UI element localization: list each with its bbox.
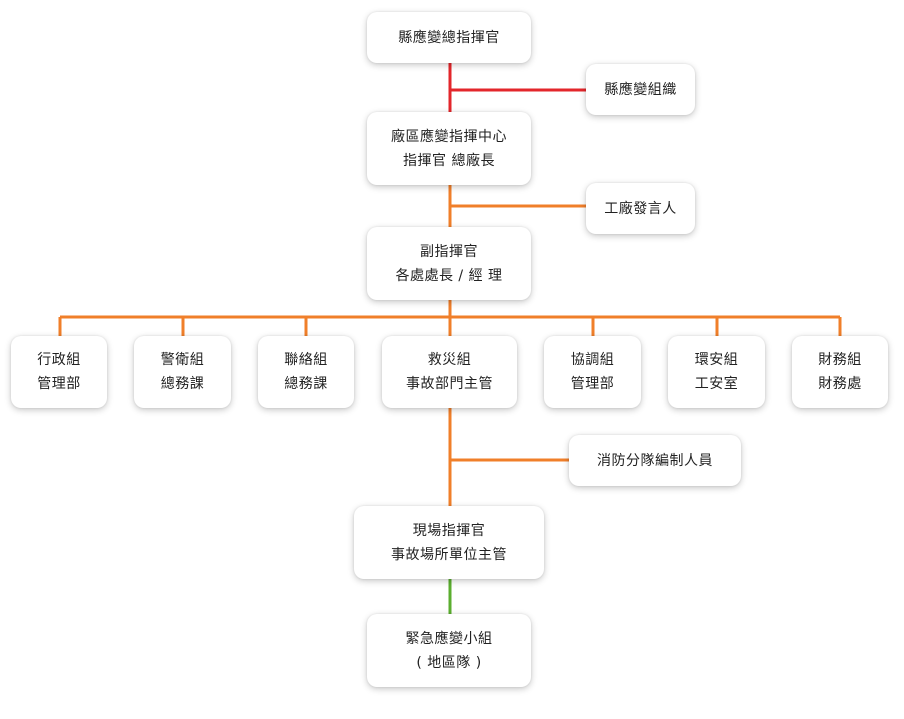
deputy-title: 副指揮官 <box>420 243 478 260</box>
group-title: 環安組 <box>694 352 739 368</box>
plant-center-subtitle: 指揮官 總廠長 <box>403 152 495 169</box>
group-box-liaison: 聯絡組 總務課 <box>258 336 354 408</box>
group-unit: 總務課 <box>160 376 205 392</box>
group-box-finance: 財務組 財務處 <box>792 336 888 408</box>
spokesperson-box: 工廠發言人 <box>586 183 695 234</box>
county-commander-box: 縣應變總指揮官 <box>367 12 531 63</box>
group-box-rescue: 救災組 事故部門主管 <box>382 336 517 408</box>
fire-staff-box: 消防分隊編制人員 <box>569 435 741 486</box>
deputy-subtitle: 各處處長 / 經 理 <box>395 267 503 284</box>
emergency-team-title: 緊急應變小組 <box>405 630 493 647</box>
site-commander-subtitle: 事故場所單位主管 <box>391 546 507 563</box>
site-commander-title: 現場指揮官 <box>412 522 486 539</box>
deputy-box: 副指揮官 各處處長 / 經 理 <box>367 227 531 300</box>
plant-center-title: 廠區應變指揮中心 <box>391 128 507 145</box>
group-title: 救災組 <box>427 352 472 368</box>
group-title: 協調組 <box>570 352 615 368</box>
group-unit: 工安室 <box>694 376 739 392</box>
group-unit: 管理部 <box>570 376 615 392</box>
group-unit: 管理部 <box>37 376 81 392</box>
emergency-team-subtitle: ( 地區隊 ) <box>416 654 482 671</box>
fire-staff-label: 消防分隊編制人員 <box>597 452 713 469</box>
plant-center-box: 廠區應變指揮中心 指揮官 總廠長 <box>367 112 531 185</box>
group-title: 財務組 <box>818 352 862 368</box>
group-box-environment-safety: 環安組 工安室 <box>668 336 765 408</box>
group-unit: 事故部門主管 <box>406 376 493 392</box>
group-box-coordination: 協調組 管理部 <box>544 336 641 408</box>
group-unit: 總務課 <box>284 376 328 392</box>
county-org-label: 縣應變組織 <box>604 81 677 98</box>
group-title: 行政組 <box>37 352 81 368</box>
group-title: 聯絡組 <box>284 352 328 368</box>
group-title: 警衛組 <box>160 352 205 368</box>
group-unit: 財務處 <box>818 376 862 392</box>
emergency-team-box: 緊急應變小組 ( 地區隊 ) <box>367 614 531 687</box>
county-org-box: 縣應變組織 <box>586 64 695 115</box>
county-commander-label: 縣應變總指揮官 <box>398 29 500 46</box>
spokesperson-label: 工廠發言人 <box>604 200 677 217</box>
group-box-admin: 行政組 管理部 <box>11 336 107 408</box>
site-commander-box: 現場指揮官 事故場所單位主管 <box>354 506 544 579</box>
group-box-guard: 警衛組 總務課 <box>134 336 231 408</box>
